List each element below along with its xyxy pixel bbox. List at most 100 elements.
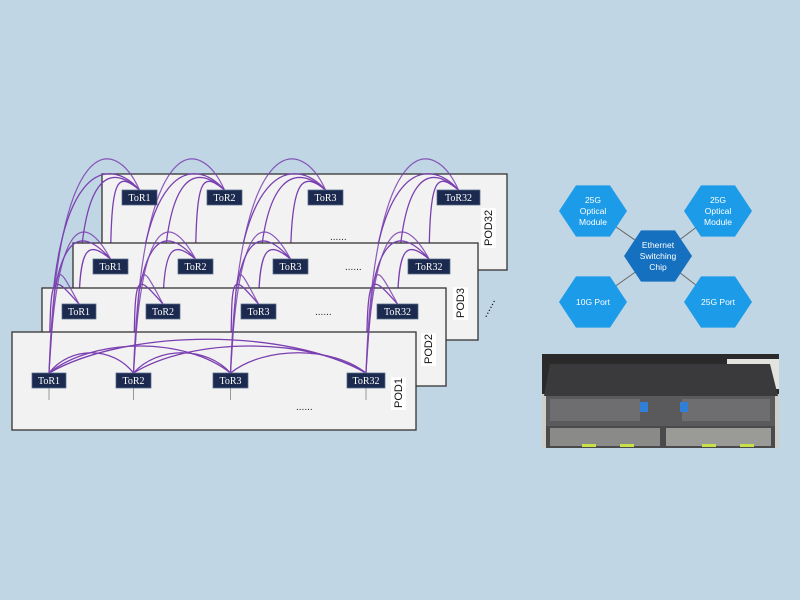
hexagon-label: Optical [580, 206, 607, 216]
hexagon-label: Module [579, 217, 607, 227]
tor-box [206, 189, 243, 206]
pod-label-text: POD32 [483, 210, 495, 246]
tor-box [92, 258, 129, 275]
tor-label: ToR2 [213, 193, 235, 204]
hexagon-shape [684, 276, 752, 328]
port-25g-hex: 25G Port [684, 276, 752, 328]
pod-label: POD3 [453, 287, 468, 320]
pod-label: POD1 [391, 377, 406, 410]
hexagon-shape [559, 185, 627, 237]
pod-stack: ToR1ToR2ToR3ToR32......POD32ToR1ToR2ToR3… [11, 158, 508, 431]
tor-label: ToR1 [99, 262, 121, 273]
tor-switch-overlay: ToR2 [177, 258, 214, 275]
hexagon-label: 25G [585, 195, 601, 205]
tor-ellipsis: ...... [345, 262, 362, 273]
tor-switch-overlay: ToR1 [121, 189, 158, 206]
tor-label: ToR3 [247, 307, 269, 318]
tor-switch-overlay: ToR1 [61, 303, 97, 320]
pod-label-bg [391, 377, 406, 410]
hexagon-label: 25G Port [701, 297, 736, 307]
tor-box [31, 372, 67, 389]
tor-label: ToR1 [128, 193, 150, 204]
link [132, 274, 164, 374]
tor-switch-overlay: ToR32 [436, 189, 481, 206]
tor-switch-overlay: ToR32 [346, 372, 386, 389]
tor-switch-overlay: ToR1 [92, 258, 129, 275]
link [230, 352, 367, 374]
tor-label: ToR32 [352, 376, 379, 387]
tor-switch-overlay: ToR1 [31, 372, 67, 389]
tor-switch-overlay: ToR3 [240, 303, 277, 320]
tor-label: ToR2 [184, 262, 206, 273]
hexagon-shape [624, 230, 692, 282]
hexagon-label: Chip [649, 262, 667, 272]
pod-label-text: POD3 [455, 288, 467, 318]
tor-box [212, 372, 249, 389]
tor-box [407, 258, 451, 275]
pod-label-bg [481, 208, 496, 248]
pod-label: POD2 [421, 333, 436, 366]
tor-switch-overlay: ToR3 [272, 258, 309, 275]
tor-label: ToR3 [279, 262, 301, 273]
hexagon-label: 10G Port [576, 297, 611, 307]
hexagon-label: Ethernet [642, 240, 675, 250]
tor-label: ToR1 [68, 307, 90, 318]
pod-label-bg [421, 333, 436, 366]
tor-label: ToR32 [415, 262, 442, 273]
tor-switch-overlay: ToR3 [212, 372, 249, 389]
tor-switch-overlay: ToR32 [407, 258, 451, 275]
tor-switch-overlay: ToR2 [206, 189, 243, 206]
tor-box [61, 303, 97, 320]
tor-label: ToR2 [122, 376, 144, 387]
hexagon-label: Module [704, 217, 732, 227]
link [48, 345, 231, 374]
link [365, 158, 460, 374]
tor-switch-overlay: ToR2 [145, 303, 181, 320]
hexagon-shape [559, 276, 627, 328]
tor-switch-overlay: ToR3 [307, 189, 344, 206]
tor-box [376, 303, 419, 320]
link [48, 274, 80, 374]
link [229, 274, 260, 374]
inter-pod-risers [48, 158, 460, 374]
link [133, 352, 231, 374]
tor-box [307, 189, 344, 206]
pod-label-text: POD2 [423, 334, 435, 364]
pod-label-bg [453, 287, 468, 320]
tor-box [240, 303, 277, 320]
tor-box [145, 303, 181, 320]
pod-stack-ellipsis: ...... [476, 295, 498, 319]
port-10g-hex: 10G Port [559, 276, 627, 328]
intra-pod-links [48, 338, 367, 374]
tor-switch-overlay: ToR32 [376, 303, 419, 320]
tor-ellipsis: ...... [330, 232, 347, 243]
tor-box [346, 372, 386, 389]
tor-box [177, 258, 214, 275]
tor-ellipsis: ...... [296, 402, 313, 413]
tor-label: ToR1 [38, 376, 60, 387]
tor-box [115, 372, 152, 389]
hexagon-label: 25G [710, 195, 726, 205]
tor-box [121, 189, 158, 206]
link [365, 274, 399, 374]
hexagon-label: Optical [705, 206, 732, 216]
hexagon-shape [684, 185, 752, 237]
hexagon-label: Switching [640, 251, 677, 261]
switch-photo-illustration [542, 354, 779, 448]
tor-label: ToR3 [219, 376, 241, 387]
tor-switch-overlay: ToR2 [115, 372, 152, 389]
tor-box [436, 189, 481, 206]
tor-box [272, 258, 309, 275]
tor-label: ToR32 [384, 307, 411, 318]
tor-label: ToR3 [314, 193, 336, 204]
tor-ellipsis: ...... [315, 307, 332, 318]
pod-label-text: POD1 [393, 378, 405, 408]
link [133, 345, 367, 374]
tor-label: ToR2 [152, 307, 174, 318]
tor-label: ToR32 [445, 193, 472, 204]
